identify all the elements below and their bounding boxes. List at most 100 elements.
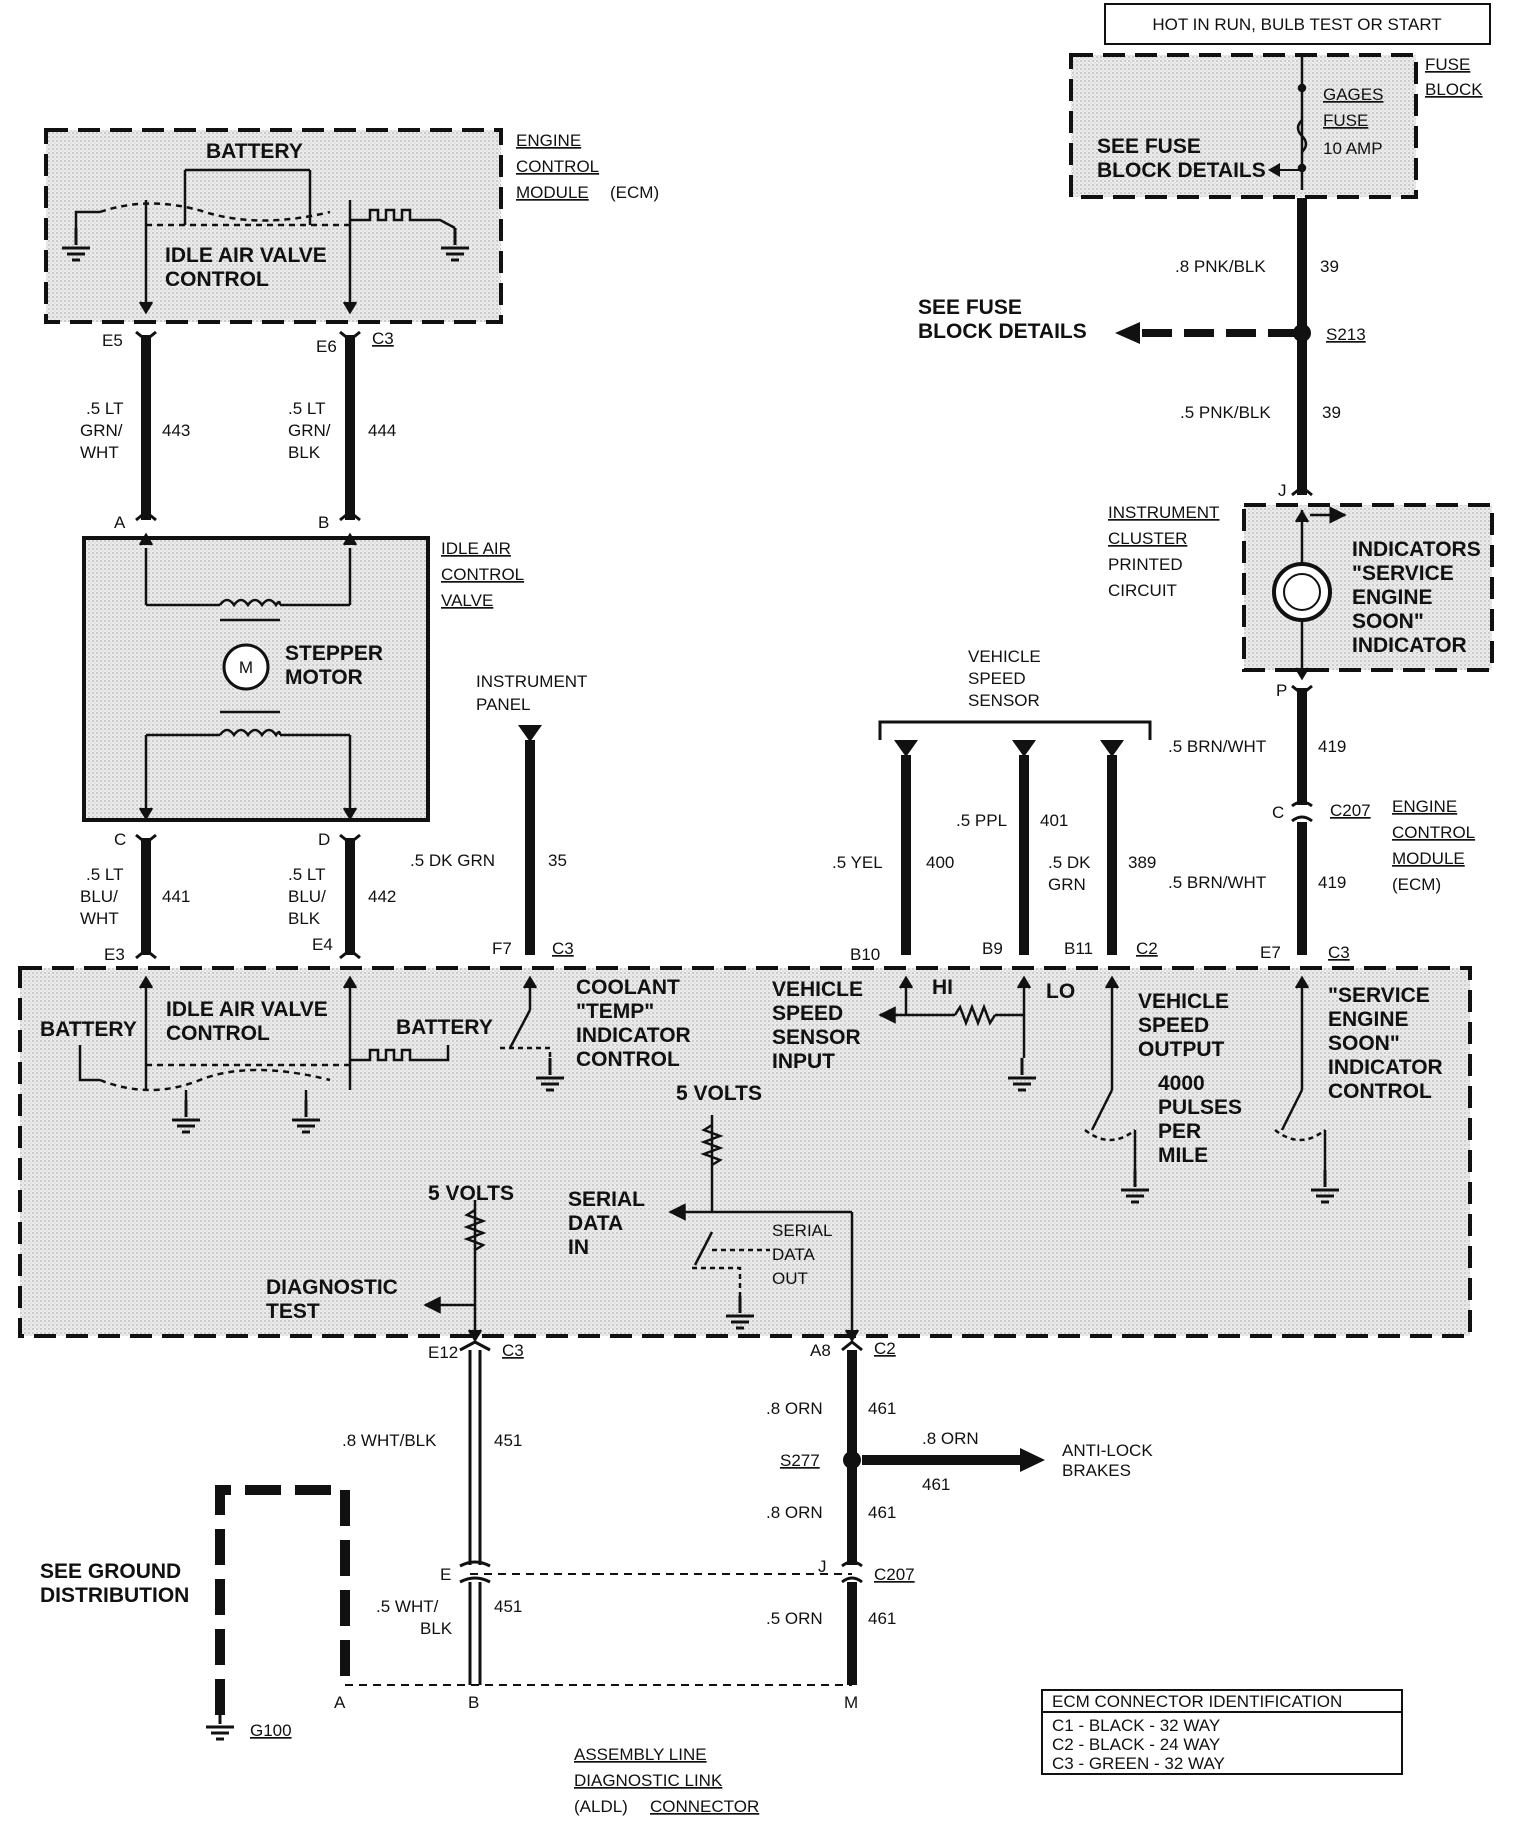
- pin-e3: E3: [104, 945, 125, 964]
- coolant-3: INDICATOR: [576, 1024, 691, 1047]
- conn-c2-vss: C2: [1136, 939, 1158, 958]
- pin-c-iac: C: [114, 830, 126, 849]
- fuse-arrowhead: [1268, 163, 1280, 177]
- w461b-num: 461: [868, 1503, 896, 1522]
- conn-c3-e7: C3: [1328, 943, 1350, 962]
- w444-num: 444: [368, 421, 396, 440]
- abs-arrowhead: [1020, 1448, 1045, 1472]
- w444-gauge-3: BLK: [288, 443, 321, 462]
- vso-1: VEHICLE: [1138, 990, 1229, 1013]
- w35-num: 35: [548, 851, 567, 870]
- pin-a8: A8: [810, 1341, 831, 1360]
- pin-b11: B11: [1064, 939, 1093, 958]
- vso-2: SPEED: [1138, 1014, 1209, 1037]
- ses-2: ENGINE: [1328, 1008, 1409, 1031]
- ses-4: INDICATOR: [1328, 1056, 1443, 1079]
- vso-3: OUTPUT: [1138, 1038, 1225, 1061]
- w39b-num: 39: [1322, 403, 1341, 422]
- abs-2: BRAKES: [1062, 1461, 1131, 1480]
- pulses-1: 4000: [1158, 1072, 1205, 1095]
- w461b-label: .8 ORN: [766, 1503, 823, 1522]
- w441-gauge-2: BLU/: [80, 887, 118, 906]
- w444-gauge-1: .5 LT: [288, 399, 325, 418]
- power-label: HOT IN RUN, BULB TEST OR START: [1152, 15, 1441, 34]
- c207-conn-lower: C207: [874, 1565, 915, 1584]
- w442-gauge-3: BLK: [288, 909, 321, 928]
- pin-e5: E5: [102, 331, 123, 350]
- aldl-title-3b: CONNECTOR: [650, 1797, 759, 1816]
- conn-c3-f7: C3: [552, 939, 574, 958]
- pin-e6: E6: [316, 337, 337, 356]
- see-ground-2: DISTRIBUTION: [40, 1584, 189, 1607]
- ecm-bottom-iac-1: IDLE AIR VALVE: [166, 998, 328, 1021]
- iac-title-3: VALVE: [441, 591, 493, 610]
- aldl-title-1: ASSEMBLY LINE: [574, 1745, 707, 1764]
- s213-label: S213: [1326, 325, 1366, 344]
- ecm-bottom-circuit: [78, 975, 1327, 1343]
- ground-distribution-path: [215, 1485, 350, 1715]
- w35-label: .5 DK GRN: [410, 851, 495, 870]
- cluster-ind-3: ENGINE: [1352, 586, 1433, 609]
- ecm-bottom-outline: [18, 966, 1472, 1338]
- pin-e4: E4: [312, 935, 333, 954]
- pulses-2: PULSES: [1158, 1096, 1242, 1119]
- ecm-id-row2: C2 - BLACK - 24 WAY: [1052, 1735, 1220, 1754]
- ground-icon: [726, 1296, 754, 1330]
- c207-pin-c: C: [1272, 803, 1284, 822]
- vss-in-4: INPUT: [772, 1050, 835, 1073]
- vss-hi: HI: [932, 976, 953, 999]
- ground-icon: [1008, 1058, 1036, 1092]
- w419a-label: .5 BRN/WHT: [1168, 737, 1266, 756]
- w441-num: 441: [162, 887, 190, 906]
- power-label-box: [1104, 3, 1491, 45]
- diag-1: DIAGNOSTIC: [266, 1276, 398, 1299]
- w461c-num: 461: [868, 1609, 896, 1628]
- w400-label: .5 YEL: [832, 853, 883, 872]
- five-volts-diag: 5 VOLTS: [428, 1182, 514, 1205]
- aldl-title-3a: (ALDL): [574, 1797, 628, 1816]
- fuse-block-outline: [1069, 53, 1418, 199]
- serial-in-2: DATA: [568, 1212, 623, 1235]
- fuse-block-title-2: BLOCK: [1425, 80, 1483, 99]
- ecm-top-title-3: MODULE: [516, 183, 589, 202]
- w461a-label: .8 ORN: [766, 1399, 823, 1418]
- ecm-id-box: [1041, 1689, 1403, 1775]
- ecm-top-title-2: CONTROL: [516, 157, 599, 176]
- ecm-top-battery: BATTERY: [206, 140, 303, 163]
- ecm-top-iac-1: IDLE AIR VALVE: [165, 244, 327, 267]
- stepper-motor-1: STEPPER: [285, 642, 383, 665]
- w443-gauge-1: .5 LT: [86, 399, 123, 418]
- s213-splice: [1293, 324, 1311, 342]
- ecm-top-title-suffix: (ECM): [610, 183, 659, 202]
- fuse-see-details-1: SEE FUSE: [1097, 135, 1201, 158]
- w39b-label: .5 PNK/BLK: [1180, 403, 1271, 422]
- fuse-name-2: FUSE: [1323, 111, 1368, 130]
- w461d-label: .8 ORN: [922, 1429, 979, 1448]
- ecm-right-2: CONTROL: [1392, 823, 1475, 842]
- conn-c3-top: C3: [372, 329, 394, 348]
- cluster-ind-1: INDICATORS: [1352, 538, 1481, 561]
- ground-icon: [62, 228, 90, 262]
- ecm-top-title-1: ENGINE: [516, 131, 581, 150]
- w451b-num: 451: [494, 1597, 522, 1616]
- w442-gauge-1: .5 LT: [288, 865, 325, 884]
- c207-pin-e: E: [440, 1565, 451, 1584]
- w451a-num: 451: [494, 1431, 522, 1450]
- ground-icon: [1121, 1170, 1149, 1204]
- coolant-2: "TEMP": [576, 1000, 654, 1023]
- w441-gauge-1: .5 LT: [86, 865, 123, 884]
- diag-2: TEST: [266, 1300, 320, 1323]
- instrument-panel-1: INSTRUMENT: [476, 672, 587, 691]
- w400-num: 400: [926, 853, 954, 872]
- ecm-bottom-body: [20, 968, 1470, 1336]
- w442-gauge-2: BLU/: [288, 887, 326, 906]
- c207-conn: C207: [1330, 801, 1371, 820]
- ground-icon: [206, 1715, 234, 1741]
- ground-icon: [172, 1100, 200, 1134]
- ecm-bottom-battery-left: BATTERY: [40, 1018, 137, 1041]
- ecm-top-body: [46, 130, 501, 322]
- s213-see-2: BLOCK DETAILS: [918, 320, 1087, 343]
- w389-label-1: .5 DK: [1048, 853, 1091, 872]
- iac-title-2: CONTROL: [441, 565, 524, 584]
